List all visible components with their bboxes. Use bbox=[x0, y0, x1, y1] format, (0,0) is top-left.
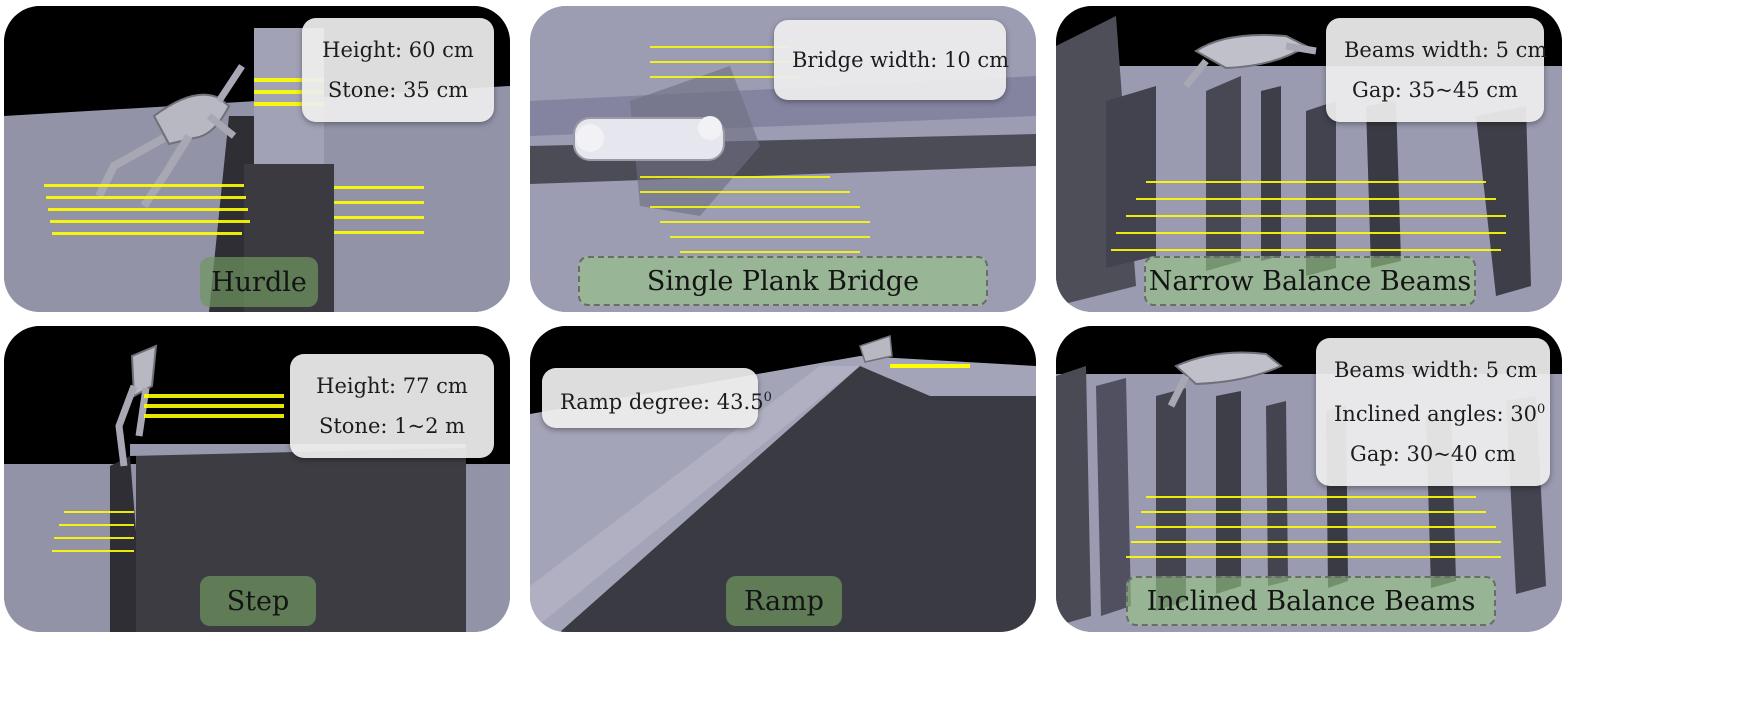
narrow-beams-info-box: Beams width: 5 cm Gap: 35~45 cm bbox=[1326, 18, 1548, 122]
panel-single-plank-bridge: Bridge width: 10 cm Single Plank Bridge bbox=[530, 6, 1036, 312]
inclined-beams-title: Inclined Balance Beams bbox=[1126, 576, 1496, 626]
panel-inclined-balance-beams: Beams width: 5 cm Inclined angles: 300 G… bbox=[1056, 326, 1562, 632]
narrow-beams-markers bbox=[1111, 181, 1506, 251]
step-stone-text: Stone: 1~2 m bbox=[318, 414, 466, 438]
panel-hurdle: Height: 60 cm Stone: 35 cm Hurdle bbox=[4, 6, 510, 312]
narrow-beams-width-text: Beams width: 5 cm bbox=[1344, 38, 1548, 62]
inclined-beams-width-text: Beams width: 5 cm bbox=[1334, 358, 1538, 382]
hurdle-info-box: Height: 60 cm Stone: 35 cm bbox=[302, 18, 494, 122]
bridge-info-box: Bridge width: 10 cm bbox=[774, 20, 1010, 100]
bridge-robot bbox=[573, 116, 725, 161]
ramp-degree-text: Ramp degree: 43.50 bbox=[560, 390, 772, 414]
hurdle-height-text: Height: 60 cm bbox=[322, 38, 474, 62]
bridge-markers bbox=[640, 46, 870, 253]
step-markers bbox=[52, 394, 284, 552]
step-title: Step bbox=[200, 576, 316, 626]
inclined-beams-gap-text: Gap: 30~40 cm bbox=[1350, 442, 1516, 466]
panel-ramp: Ramp degree: 43.50 Ramp bbox=[530, 326, 1036, 632]
narrow-beams-robot bbox=[1183, 34, 1317, 89]
hurdle-stone-text: Stone: 35 cm bbox=[327, 78, 469, 102]
bridge-title: Single Plank Bridge bbox=[578, 256, 988, 306]
ramp-markers bbox=[890, 364, 970, 368]
narrow-beams-gap-text: Gap: 35~45 cm bbox=[1352, 78, 1518, 102]
step-height-text: Height: 77 cm bbox=[316, 374, 468, 398]
hurdle-title: Hurdle bbox=[200, 257, 318, 307]
panel-step: Height: 77 cm Stone: 1~2 m Step bbox=[4, 326, 510, 632]
inclined-beams-info-box: Beams width: 5 cm Inclined angles: 300 G… bbox=[1316, 338, 1550, 486]
inclined-beams-angle-text: Inclined angles: 300 bbox=[1334, 402, 1546, 426]
inclined-beams-markers bbox=[1126, 496, 1501, 558]
inclined-beams-robot bbox=[1167, 351, 1283, 408]
panel-narrow-balance-beams: Beams width: 5 cm Gap: 35~45 cm Narrow B… bbox=[1056, 6, 1562, 312]
ramp-title: Ramp bbox=[726, 576, 842, 626]
hurdle-markers bbox=[44, 78, 424, 235]
bridge-width-text: Bridge width: 10 cm bbox=[792, 48, 1010, 72]
ramp-info-box: Ramp degree: 43.50 bbox=[542, 368, 772, 428]
step-info-box: Height: 77 cm Stone: 1~2 m bbox=[290, 354, 494, 458]
ramp-robot bbox=[859, 334, 893, 363]
narrow-beams-title: Narrow Balance Beams bbox=[1144, 256, 1476, 306]
